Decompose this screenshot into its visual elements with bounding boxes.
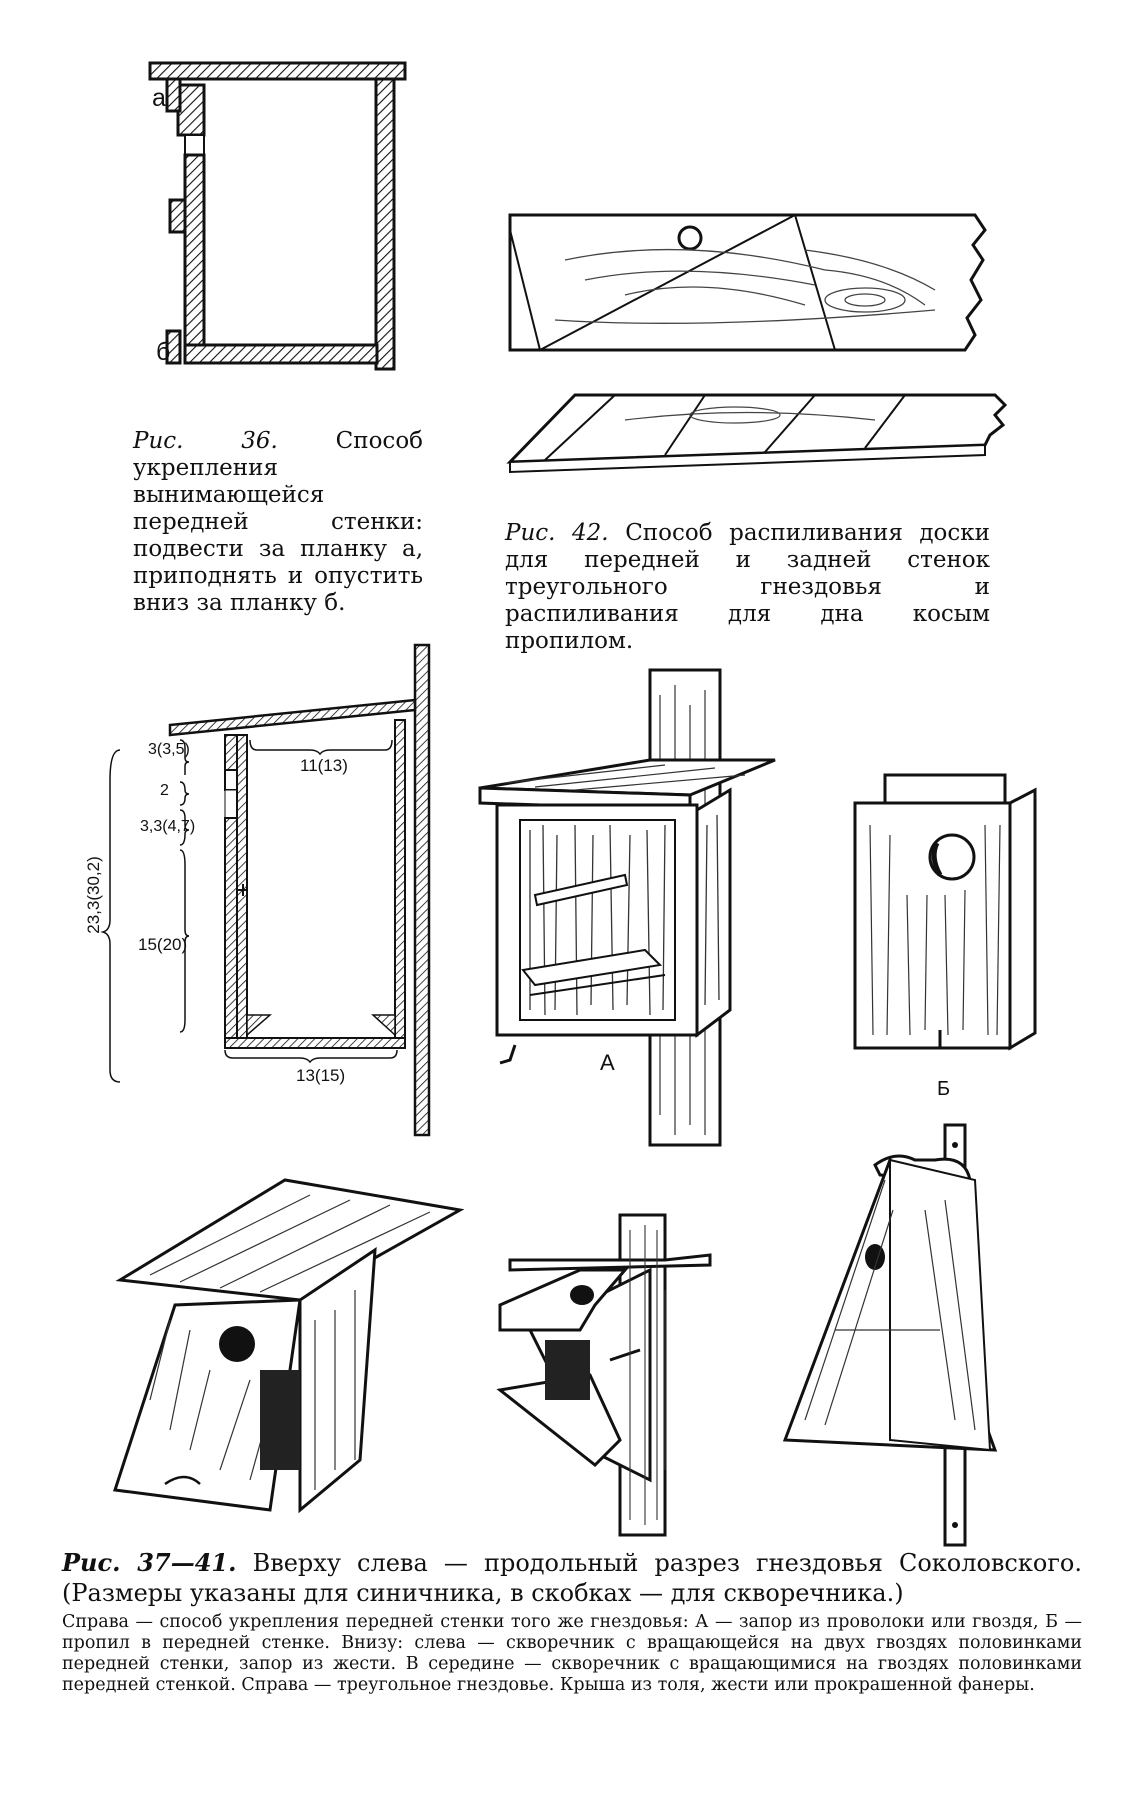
birdhouse-open-drawing [478, 668, 776, 1147]
dim-top: 11(13) [300, 756, 348, 775]
fig42-caption: Рис. 42. Способ распиливания доски для п… [505, 520, 990, 655]
birdhouse-middle-drawing [496, 1213, 712, 1537]
dim-d3: 3,3(4,7) [140, 818, 196, 835]
fig42-drawing [506, 213, 1008, 474]
section-drawing [100, 643, 431, 1137]
dim-bottom: 13(15) [296, 1066, 346, 1085]
fig37-caption-number: Рис. 37—41. [62, 1548, 237, 1577]
label-A: А [600, 1050, 615, 1075]
fig36-drawing [148, 61, 407, 371]
fig37-caption-main-text: Вверху слева — продольный разрез гнездов… [62, 1549, 1082, 1607]
fig36-caption-text: Способ укрепления вынимающейся передней … [133, 428, 424, 616]
fig42-caption-number: Рис. 42. [505, 520, 609, 546]
fig36-caption-number: Рис. 36. [133, 428, 278, 454]
label-B: Б [937, 1078, 951, 1100]
fig37-caption-main: Рис. 37—41. Вверху слева — продольный ра… [62, 1548, 1082, 1608]
dim-d1: 3(3,5) [148, 741, 190, 758]
birdhouse-left-drawing [113, 1178, 465, 1514]
dim-d4: 15(20) [138, 935, 188, 954]
front-panel-drawing [853, 773, 1037, 1051]
birdhouse-triangle-drawing [782, 1123, 998, 1547]
fig42-caption-text: Способ распиливания доски для передней и… [505, 520, 990, 654]
fig36-caption: Рис. 36. Способ укрепления вынимающейся … [133, 428, 423, 617]
dim-total: 23,3(30,2) [83, 856, 103, 934]
fig36-label-b: б [156, 338, 171, 366]
dim-d2: 2 [160, 782, 169, 799]
fig37-caption-detail: Справа — способ укрепления передней стен… [62, 1612, 1082, 1695]
fig36-label-a: а [152, 84, 166, 112]
